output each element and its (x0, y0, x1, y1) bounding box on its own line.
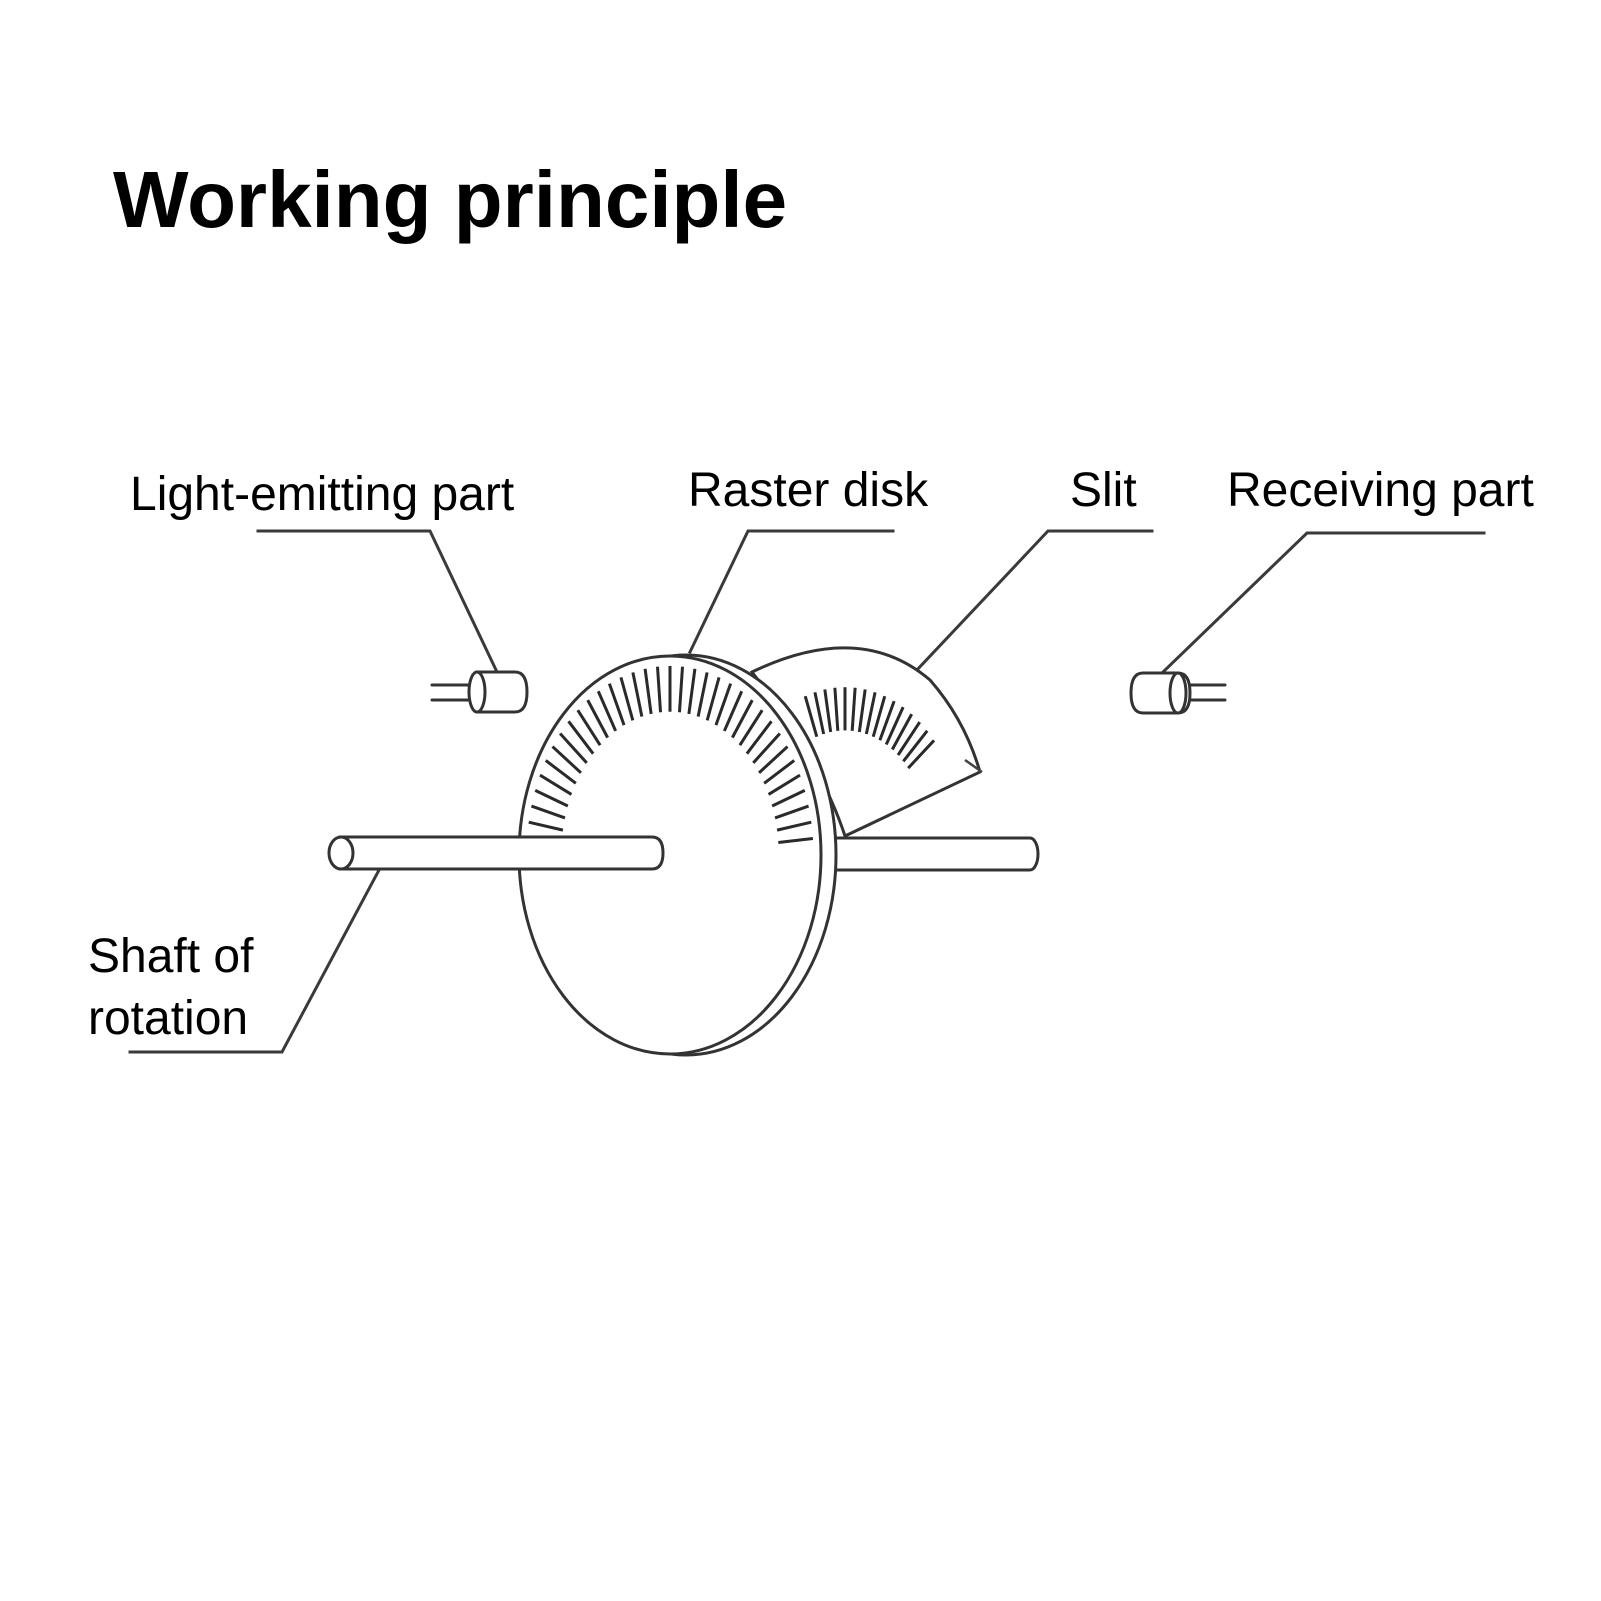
disk-slit-mark (528, 820, 564, 832)
shaft-left-icon (327, 835, 665, 871)
label-light-emitting-part: Light-emitting part (130, 468, 515, 521)
leader-slit (913, 529, 1154, 674)
disk-slit-mark (643, 668, 653, 715)
slit-mark (833, 687, 840, 731)
slit-mark (864, 691, 877, 735)
label-raster-disk: Raster disk (688, 464, 929, 517)
label-shaft-line-1: Shaft of (88, 930, 254, 983)
disk-slit-mark (558, 732, 588, 764)
disk-slit-mark (530, 804, 566, 820)
disk-slit-mark (752, 732, 782, 764)
raster-disk-icon (517, 653, 838, 1057)
slit-mark (850, 687, 857, 731)
slit-mark (823, 689, 833, 733)
disk-slit-mark (619, 676, 635, 721)
slit-mark (896, 721, 921, 756)
leader-light-emitting (256, 529, 499, 674)
disk-slit-mark (534, 788, 569, 808)
disk-ticks (526, 665, 814, 845)
disk-slit-mark (631, 672, 644, 717)
label-shaft-of-rotation: Shaft of rotation (88, 926, 253, 1050)
slit-ticks (803, 687, 936, 770)
slit-mark (813, 691, 826, 735)
label-slit: Slit (1070, 464, 1137, 517)
slit-mark (871, 695, 887, 738)
slit-mark (891, 713, 913, 751)
disk-slit-mark (722, 690, 744, 732)
disk-slit-mark (771, 788, 806, 808)
disk-slit-mark (705, 676, 721, 721)
emitter-cylinder-icon (430, 670, 529, 714)
slit-mark (907, 739, 936, 770)
slit-mark (878, 700, 896, 741)
slit-mark (902, 729, 929, 763)
disk-slit-mark (567, 720, 595, 755)
label-receiving-part: Receiving part (1227, 464, 1534, 517)
disk-slit-mark (539, 773, 573, 796)
receiver-cylinder-icon (1129, 671, 1227, 715)
page-title: Working principle (113, 155, 788, 244)
disk-slit-mark (758, 745, 789, 774)
disk-slit-mark (745, 720, 773, 755)
leader-receiving (1160, 531, 1486, 675)
disk-slit-mark (714, 683, 733, 726)
disk-slit-mark (677, 666, 684, 713)
disk-slit-mark (731, 699, 754, 739)
disk-slit-mark (763, 759, 796, 785)
disk-slit-mark (738, 709, 764, 747)
slit-plate-icon (749, 646, 983, 839)
disk-slit-mark (544, 759, 577, 785)
leader-lines (128, 529, 1486, 1054)
disk-slit-mark (596, 690, 618, 732)
disk-slit-mark (767, 773, 801, 796)
leader-raster-disk (687, 529, 895, 655)
disk-slit-mark (774, 804, 810, 820)
slit-mark (884, 706, 905, 746)
disk-slit-mark (778, 837, 814, 845)
disk-slit-mark (586, 699, 609, 739)
disk-slit-mark (687, 668, 697, 715)
disk-slit-mark (776, 820, 812, 832)
shaft-right-icon (818, 836, 1040, 872)
disk-slit-mark (576, 709, 602, 747)
disk-slit-mark (607, 683, 626, 726)
leader-shaft (128, 852, 390, 1054)
disk-slit-mark (551, 745, 582, 774)
slit-mark (857, 689, 867, 733)
disk-slit-mark (696, 672, 709, 717)
disk-slit-mark (656, 666, 663, 713)
label-shaft-line-2: rotation (88, 992, 249, 1045)
slit-mark (803, 695, 819, 738)
